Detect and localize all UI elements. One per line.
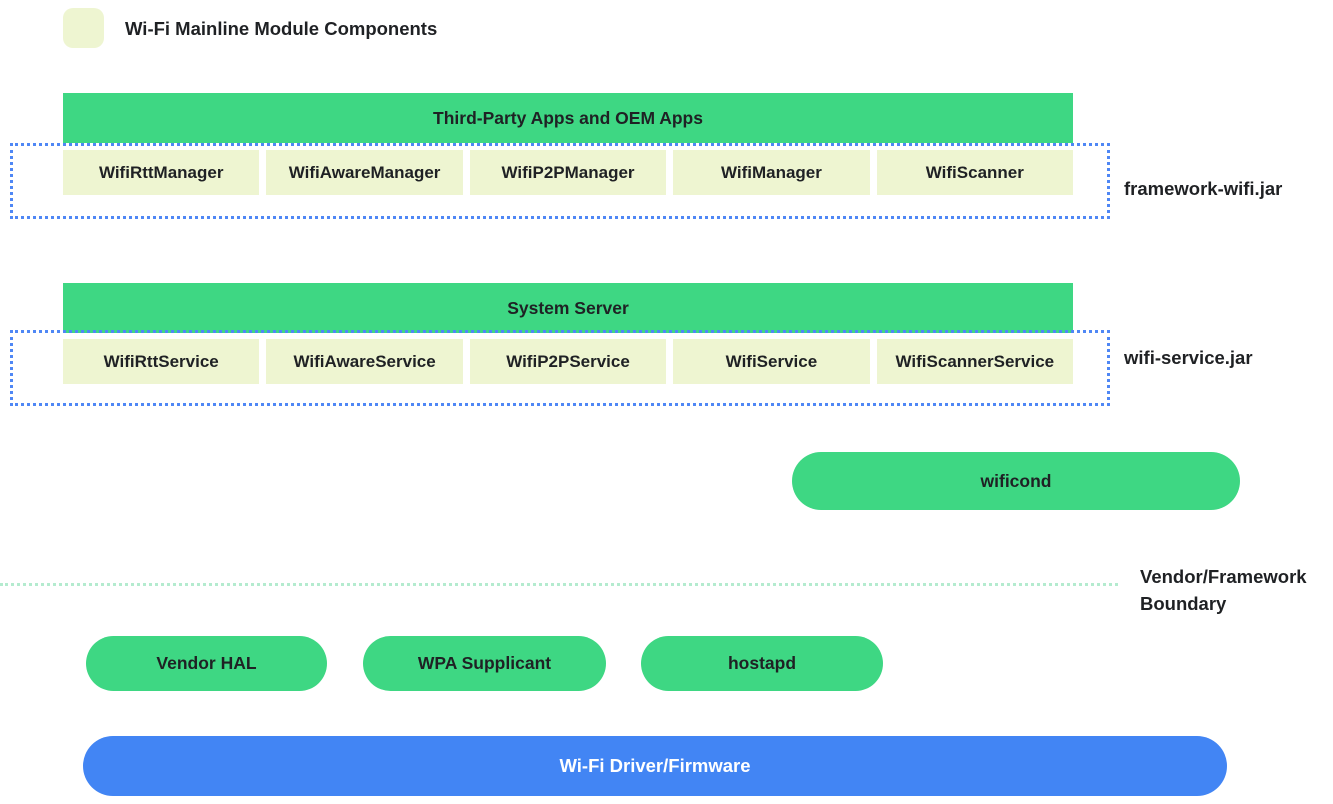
component-box-wifiawaremanager: WifiAwareManager	[266, 150, 463, 195]
wificond-pill: wificond	[792, 452, 1240, 510]
diagram-title: Wi-Fi Mainline Module Components	[125, 18, 438, 39]
component-box-wifiservice: WifiService	[673, 339, 870, 384]
vendor-framework-boundary-line	[0, 583, 1118, 586]
wifi-driver-firmware-bar: Wi-Fi Driver/Firmware	[83, 736, 1227, 796]
component-box-wifimanager: WifiManager	[673, 150, 870, 195]
component-box-wifirttservice: WifiRttService	[63, 339, 260, 384]
mainline-module-legend-swatch	[63, 8, 104, 48]
component-box-wifip2pservice: WifiP2PService	[469, 339, 667, 384]
framework-wifi-jar-boundary	[10, 143, 1110, 219]
wifi-service-jar-boundary	[10, 330, 1110, 406]
component-box-wifirttmanager: WifiRttManager	[63, 150, 260, 195]
component-box-wifip2pmanager: WifiP2PManager	[469, 150, 667, 195]
service-row: WifiRttService WifiAwareService WifiP2PS…	[63, 339, 1074, 384]
hostapd-pill: hostapd	[641, 636, 883, 691]
third-party-apps-bar: Third-Party Apps and OEM Apps	[63, 93, 1073, 143]
component-box-wifiscannerservice: WifiScannerService	[876, 339, 1074, 384]
vendor-hal-pill: Vendor HAL	[86, 636, 327, 691]
component-box-wifiscanner: WifiScanner	[876, 150, 1074, 195]
system-server-bar: System Server	[63, 283, 1073, 333]
vendor-framework-boundary-label: Vendor/Framework Boundary	[1140, 566, 1307, 614]
wifi-service-jar-label: wifi-service.jar	[1124, 347, 1253, 368]
framework-manager-row: WifiRttManager WifiAwareManager WifiP2PM…	[63, 150, 1074, 195]
component-box-wifiawareservice: WifiAwareService	[266, 339, 463, 384]
framework-wifi-jar-label: framework-wifi.jar	[1124, 178, 1283, 199]
wpa-supplicant-pill: WPA Supplicant	[363, 636, 606, 691]
